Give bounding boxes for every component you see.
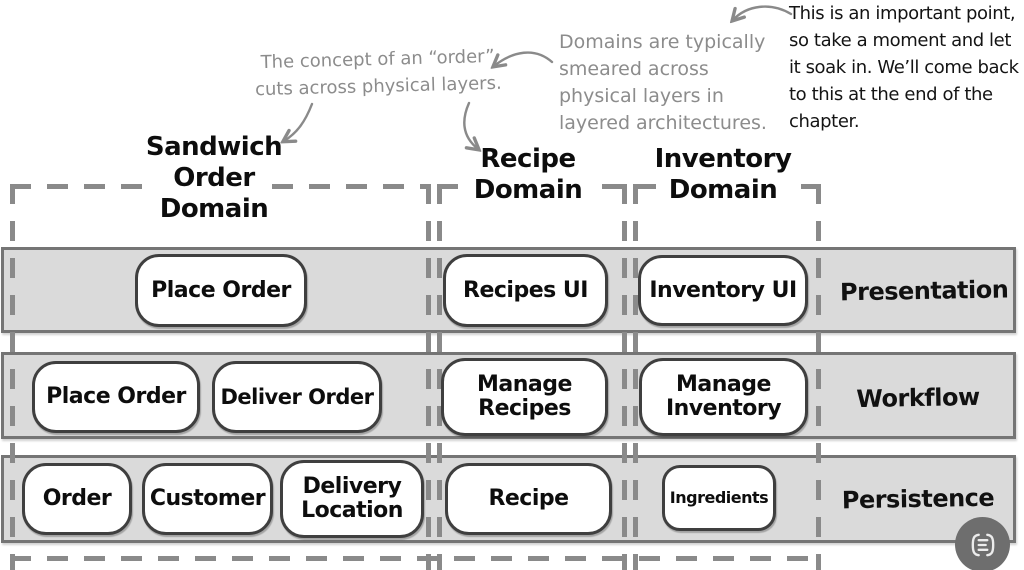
arrow-important-to-smear-note (733, 5, 793, 20)
box-ingredients: Ingredients (662, 465, 776, 531)
domain-boundary-inventory-right-line (816, 184, 821, 570)
annotation-line: chapter. (789, 111, 860, 132)
box-presentation-place-order: Place Order (135, 254, 307, 327)
box-manage-recipes: Manage Recipes (441, 358, 608, 436)
domain-header-sandwich-order: Sandwich Order Domain (134, 132, 294, 225)
box-customer: Customer (142, 463, 273, 535)
domain-boundary-inventory-left-line (633, 184, 638, 570)
copy-image-text-button[interactable] (955, 517, 1010, 570)
domain-header-line: Order (173, 163, 255, 193)
recipe-domain-top-corner (437, 184, 458, 189)
sandwich-domain-top-line (272, 184, 426, 189)
inventory-domain-top-corner (801, 184, 821, 189)
box-order: Order (22, 463, 132, 535)
annotation-line: to this at the end of the (789, 84, 993, 105)
box-manage-inventory: Manage Inventory (639, 358, 808, 436)
annotation-line: it soak in. We’ll come back (789, 57, 1019, 78)
box-inventory-ui: Inventory UI (638, 255, 808, 326)
box-recipe: Recipe (445, 463, 612, 535)
box-deliver-order: Deliver Order (212, 361, 382, 433)
box-delivery-location: Delivery Location (280, 460, 424, 538)
domain-boundary-recipe-left-line (437, 184, 442, 570)
annotation-line: Domains are typically (559, 31, 766, 53)
domain-header-line: Recipe (480, 144, 576, 174)
annotation-line: physical layers in (559, 85, 724, 107)
domain-boundary-left-line (10, 184, 15, 570)
annotation-line: smeared across (559, 58, 709, 80)
domain-boundary-recipe-right-line (622, 184, 627, 570)
copy-text-icon (971, 533, 994, 556)
annotation-line: cuts across physical layers. (254, 72, 502, 101)
annotation-important-note: This is an important point, so take a mo… (789, 0, 1022, 135)
box-workflow-place-order: Place Order (32, 361, 200, 433)
sandwich-domain-top-line (10, 184, 150, 189)
recipe-domain-top-corner (602, 184, 622, 189)
domain-header-line: Sandwich (145, 132, 283, 162)
layer-label-presentation: Presentation (839, 275, 1009, 307)
box-recipes-ui: Recipes UI (443, 254, 608, 327)
inventory-domain-top-corner (636, 184, 656, 189)
layer-label-persistence: Persistence (841, 483, 995, 515)
domains-bottom-line (10, 556, 821, 561)
domain-header-inventory: Inventory Domain (645, 144, 801, 206)
domain-header-line: Domain (668, 175, 778, 205)
annotation-line: This is an important point, (789, 3, 1016, 24)
domain-header-line: Domain (159, 194, 269, 224)
annotation-smear-note: Domains are typically smeared across phy… (559, 29, 787, 137)
domain-header-recipe: Recipe Domain (456, 144, 600, 206)
layer-label-workflow: Workflow (856, 382, 980, 414)
domain-boundary-sandwich-right-line (426, 184, 431, 570)
annotation-line: layered architectures. (559, 112, 767, 134)
domain-header-line: Domain (473, 175, 583, 205)
domain-header-line: Inventory (654, 144, 792, 174)
annotation-order-note: The concept of an “order” cuts across ph… (247, 43, 508, 104)
annotation-line: so take a moment and let (789, 30, 1011, 51)
arrow-to-recipe-domain (463, 101, 478, 149)
